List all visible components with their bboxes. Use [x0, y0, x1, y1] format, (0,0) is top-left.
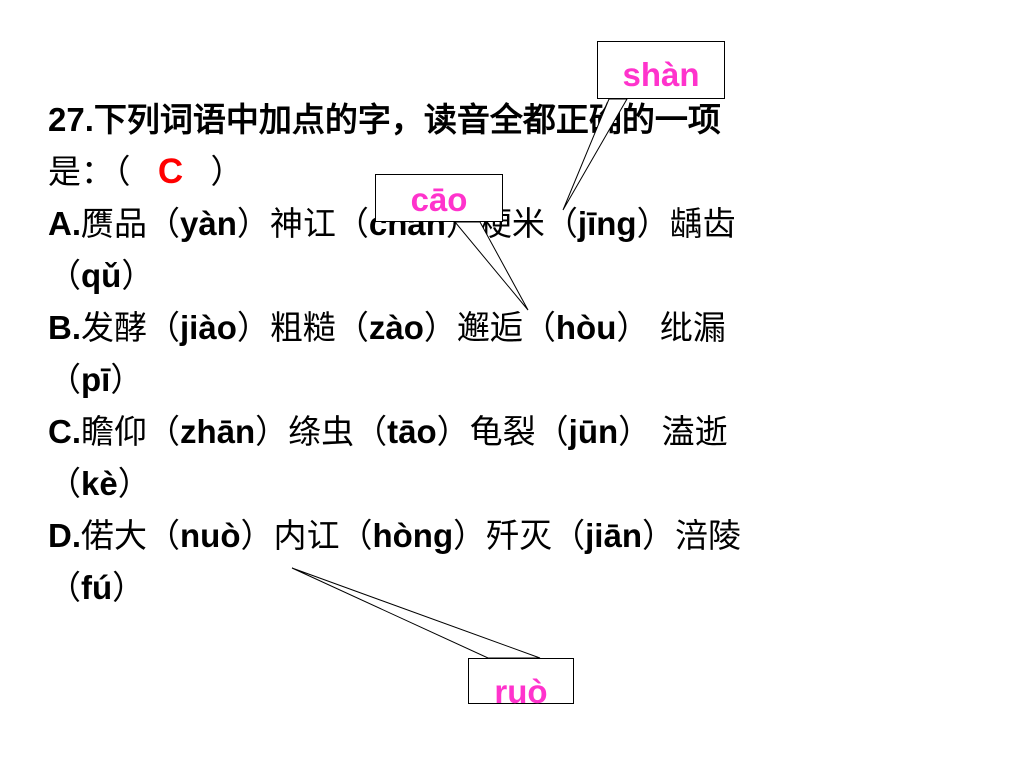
option-c-letter: C. [48, 413, 81, 450]
option-b-letter: B. [48, 309, 81, 346]
option-a-pinyin: qǔ [81, 257, 122, 294]
option-a-text: ） [121, 256, 155, 295]
answer-mark: C [157, 152, 184, 191]
option-d-text: ）涪陵 [641, 516, 741, 555]
option-a-letter: A. [48, 205, 81, 242]
option-d-text: （ [48, 568, 81, 607]
option-b-text: 发酵（ [81, 308, 180, 347]
option-a-text: ）龋齿 [636, 204, 736, 243]
option-d-letter: D. [48, 517, 81, 554]
option-b-text: （ [48, 360, 81, 399]
option-a-pinyin: jīng [577, 205, 637, 242]
option-b-pinyin: zào [368, 309, 424, 346]
question-stem-prefix: 是：（ [48, 152, 131, 191]
option-d-text: 偌大（ [81, 516, 180, 555]
option-a-line-1: A.赝品（yàn）神讧（chán）粳米（jīng）龋齿 [48, 198, 1008, 250]
option-c-text: ）绦虫（ [255, 412, 388, 451]
question-stem-suffix: ） [210, 152, 244, 191]
option-c-pinyin: zhān [180, 413, 256, 450]
option-a-line-2: （qǔ） [48, 250, 1008, 302]
option-d-text: ）内讧（ [240, 516, 373, 555]
option-d-line-2: （fú） [48, 562, 1008, 614]
option-b-text: ）粗糙（ [236, 308, 369, 347]
option-d-line-1: D.偌大（nuò）内讧（hòng）歼灭（jiān）涪陵 [48, 510, 1008, 562]
option-b-pinyin: pī [81, 361, 111, 398]
option-b-text: ）邂逅（ [423, 308, 556, 347]
question-stem-line-1: 27.下列词语中加点的字，读音全都正确的一项 [48, 94, 1008, 146]
option-d-pinyin: jiān [585, 517, 642, 554]
option-c-text: 瞻仰（ [81, 412, 180, 451]
option-b-pinyin: hòu [555, 309, 617, 346]
pinyin-callout-shan: shàn [597, 41, 725, 99]
option-d-text: ）歼灭（ [453, 516, 586, 555]
option-d-pinyin: fú [81, 569, 113, 606]
option-a-text: 赝品（ [81, 204, 180, 243]
option-b-pinyin: jiào [180, 309, 237, 346]
option-a-text: ）神讧（ [236, 204, 369, 243]
option-b-line-1: B.发酵（jiào）粗糙（zào）邂逅（hòu） 纰漏 [48, 302, 1008, 354]
option-c-pinyin: tāo [387, 413, 437, 450]
option-b-text: ） 纰漏 [616, 308, 726, 347]
pinyin-callout-cao: cāo [375, 174, 503, 222]
option-c-line-1: C.瞻仰（zhān）绦虫（tāo）龟裂（jūn） 溘逝 [48, 406, 1008, 458]
question-stem: 27.下列词语中加点的字，读音全都正确的一项 [48, 101, 721, 138]
pinyin-callout-ruo: ruò [468, 658, 574, 708]
option-a-text: （ [48, 256, 81, 295]
question-stem-line-2: 是：（ C ） [48, 146, 1008, 198]
option-d-pinyin: hòng [372, 517, 454, 554]
option-a-pinyin: yàn [180, 205, 237, 242]
question-block: 27.下列词语中加点的字，读音全都正确的一项 是：（ C ） A.赝品（yàn）神讧… [48, 94, 1008, 614]
option-c-text: ）龟裂（ [436, 412, 569, 451]
option-c-line-2: （kè） [48, 458, 1008, 510]
option-c-text: （ [48, 464, 81, 503]
option-c-pinyin: kè [81, 465, 118, 502]
option-b-text: ） [110, 360, 144, 399]
option-c-pinyin: jūn [568, 413, 619, 450]
option-d-text: ） [112, 568, 146, 607]
option-c-text: ） [117, 464, 151, 503]
option-c-text: ） 溘逝 [618, 412, 728, 451]
option-b-line-2: （pī） [48, 354, 1008, 406]
option-d-pinyin: nuò [180, 517, 241, 554]
